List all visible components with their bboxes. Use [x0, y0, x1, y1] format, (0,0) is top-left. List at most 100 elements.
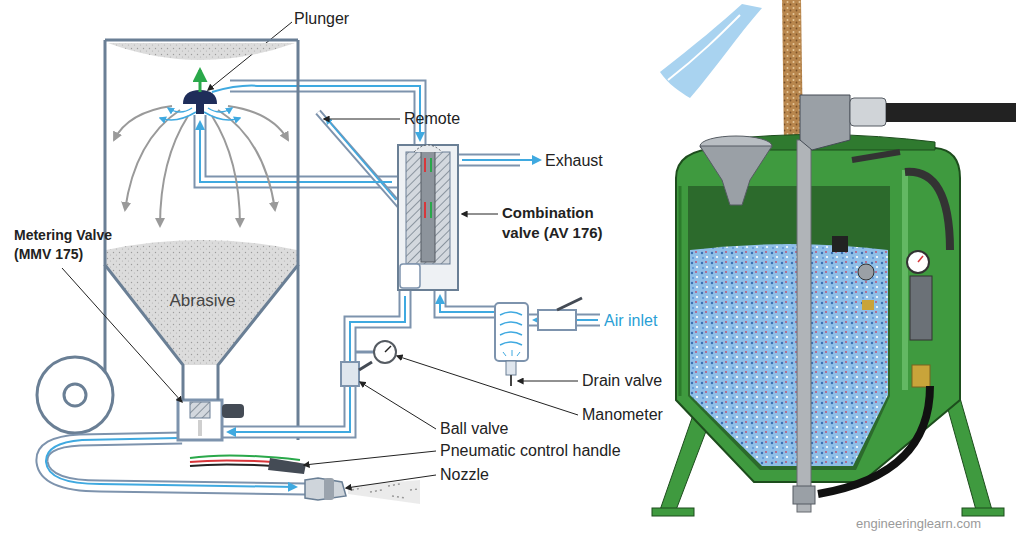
plunger	[196, 102, 204, 114]
water-splash	[668, 15, 740, 80]
tank-outline	[105, 40, 298, 400]
abrasive-flow-arrow	[228, 106, 288, 140]
metering-valve	[178, 400, 222, 440]
combination-valve	[424, 202, 426, 218]
air-inlet-valve	[538, 298, 582, 330]
exhaust-elbow-hose	[850, 98, 886, 126]
part-label: Exhaust	[545, 151, 603, 170]
air-flow-arrow	[326, 118, 396, 200]
abrasive-flow-arrow	[114, 106, 288, 226]
blast-hose	[818, 386, 930, 494]
legs	[944, 395, 992, 510]
air-pipe	[318, 112, 400, 206]
funnel	[700, 136, 772, 205]
frame-leg	[297, 265, 300, 440]
abrasive-flow-arrow	[218, 110, 275, 210]
leader-line	[462, 214, 498, 215]
watermark: engineeringlearn.com	[856, 514, 981, 533]
blast-hose	[818, 386, 930, 494]
nozzle	[305, 478, 346, 500]
wheel	[64, 384, 86, 406]
air-pipe	[318, 112, 400, 206]
manometer	[356, 351, 374, 354]
manometer	[356, 341, 396, 363]
water-separator	[500, 312, 522, 345]
funnel	[700, 146, 772, 205]
pneumatic-control-handle	[190, 455, 300, 460]
plunger	[183, 90, 217, 104]
leader-line	[360, 382, 436, 429]
air-curl-arrow	[160, 112, 196, 120]
legs	[962, 508, 1004, 516]
air-pipe	[42, 86, 600, 489]
combination-valve	[414, 145, 442, 152]
tank-shell	[690, 244, 888, 466]
air-pipe	[440, 290, 495, 312]
nozzle	[348, 480, 420, 504]
water-splash	[660, 4, 762, 98]
air-pipe	[440, 290, 495, 312]
part-label: Air inlet	[604, 311, 657, 330]
inner-fittings	[832, 236, 874, 310]
water-separator	[503, 350, 520, 356]
air-flow-arrow	[462, 159, 540, 161]
water-splash	[660, 4, 762, 98]
pneumatic-control-handle	[190, 455, 306, 474]
manometer	[385, 346, 391, 352]
plunger	[199, 70, 202, 92]
wheel	[37, 357, 113, 433]
ball-valve	[341, 362, 359, 386]
manometer	[374, 341, 396, 363]
drain-valve	[510, 375, 512, 386]
tank-shell	[679, 186, 682, 396]
ball-valve	[359, 362, 372, 370]
pneumatic-control-handle	[268, 458, 306, 474]
exhaust-elbow-hose	[800, 95, 1016, 150]
combination-valve	[430, 202, 432, 218]
part-label: Metering Valve (MMV 175)	[14, 226, 136, 264]
abrasive-flow-arrow	[125, 110, 180, 210]
metering-valve	[178, 400, 244, 440]
part-label: Manometer	[582, 405, 663, 424]
abrasive-flow-arrow	[114, 106, 172, 140]
plunger	[183, 70, 217, 114]
part-label: Remote	[404, 109, 460, 128]
pressure-gauge	[918, 256, 923, 262]
part-label: Combination valve (AV 176)	[502, 203, 634, 243]
air-curl-arrow	[168, 108, 192, 112]
nozzle	[324, 478, 334, 500]
pressure-gauge	[912, 365, 930, 387]
top-abrasive	[108, 43, 295, 60]
air-pipe	[42, 438, 305, 489]
combination-valve	[421, 150, 435, 262]
air-inlet-valve	[557, 298, 582, 310]
ball-valve	[341, 362, 372, 386]
part-label: Ball valve	[440, 419, 508, 438]
part-label: Nozzle	[440, 465, 489, 484]
inner-fittings	[862, 300, 874, 310]
abrasive-flow-arrow	[212, 116, 240, 226]
metering-valve	[222, 404, 244, 418]
water-separator	[495, 303, 528, 361]
air-flow-arrow	[46, 438, 296, 487]
water-separator	[495, 303, 528, 361]
pressure-gauge	[907, 251, 929, 273]
tank-shell	[688, 186, 890, 470]
abrasive-flow-arrow	[160, 116, 188, 226]
node-text: Abrasive	[100, 291, 305, 311]
control-levers	[905, 172, 950, 250]
control-levers	[852, 152, 950, 250]
part-label: Drain valve	[582, 371, 662, 390]
air-flow-arrow	[46, 86, 598, 487]
leader-line	[304, 451, 436, 465]
combination-valve	[424, 158, 426, 172]
nozzle	[305, 478, 420, 504]
leader-line	[518, 381, 578, 382]
wheel	[37, 357, 113, 433]
center-pipe	[797, 140, 811, 512]
drain-valve	[506, 361, 516, 386]
air-curl-arrow	[204, 112, 240, 120]
leader-line	[324, 119, 400, 120]
drain-valve	[506, 361, 516, 375]
air-flow-arrow	[440, 296, 495, 312]
